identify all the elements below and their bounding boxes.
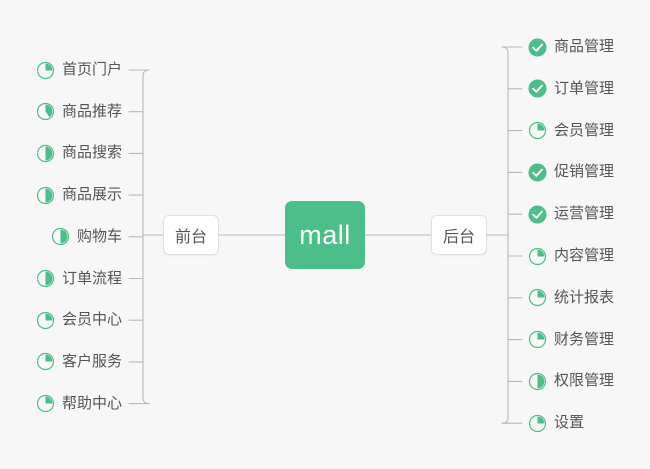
leaf-item-label: 内容管理 [554, 247, 615, 264]
leaf-item-label: 会员管理 [554, 121, 615, 139]
leaf-item[interactable]: 订单流程 [36, 265, 122, 293]
pie-quarter-icon [528, 288, 547, 307]
leaf-item[interactable]: 统计报表 [528, 284, 614, 312]
pie-quarter-icon [36, 61, 55, 80]
leaf-item-label: 商品推荐 [61, 102, 122, 120]
leaf-item[interactable]: 帮助中心 [36, 390, 122, 418]
branch-node-frontend[interactable]: 前台 [163, 215, 219, 255]
pie-quarter-icon [528, 121, 547, 140]
leaf-item[interactable]: 财务管理 [528, 326, 614, 354]
leaf-item-label: 帮助中心 [61, 394, 122, 412]
pie-half-icon [36, 144, 55, 163]
branch-node-backend[interactable]: 后台 [431, 215, 487, 255]
leaf-item[interactable]: 购物车 [51, 223, 122, 251]
leaf-item[interactable]: 会员中心 [36, 306, 122, 334]
root-node-mall[interactable]: mall [285, 201, 365, 269]
leaf-item[interactable]: 商品展示 [36, 181, 122, 209]
leaf-item[interactable]: 商品搜索 [36, 139, 122, 167]
check-circle-icon [528, 79, 547, 98]
pie-quarter-icon [528, 414, 547, 433]
pie-quarter-icon [528, 330, 547, 349]
leaf-item[interactable]: 设置 [528, 409, 584, 437]
branch-node-frontend-label: 前台 [174, 229, 207, 246]
leaf-item[interactable]: 商品管理 [528, 33, 614, 61]
leaf-item-label: 统计报表 [554, 288, 615, 306]
leaf-item-label: 运营管理 [554, 205, 615, 223]
check-circle-icon [528, 205, 547, 224]
leaf-item[interactable]: 首页门户 [36, 56, 122, 84]
pie-quarter-icon [36, 352, 55, 371]
leaf-item-label: 会员中心 [61, 311, 122, 329]
leaf-item-label: 权限管理 [554, 372, 615, 390]
pie-quarter-icon [528, 247, 547, 266]
pie-two-fifths-icon [36, 102, 55, 121]
leaf-item[interactable]: 促销管理 [528, 158, 614, 186]
leaf-item-label: 购物车 [76, 227, 122, 245]
leaf-item-label: 商品管理 [554, 38, 615, 55]
leaf-item-label: 订单流程 [61, 269, 122, 287]
leaf-item-label: 促销管理 [554, 163, 615, 181]
leaf-item[interactable]: 订单管理 [528, 75, 614, 103]
leaf-item-label: 商品展示 [61, 186, 122, 204]
pie-quarter-icon [36, 311, 55, 330]
pie-half-icon [528, 372, 547, 391]
pie-half-icon [51, 227, 70, 246]
leaf-item-label: 订单管理 [554, 79, 615, 97]
check-circle-icon [528, 38, 547, 57]
pie-quarter-icon [36, 394, 55, 413]
leaf-item[interactable]: 权限管理 [528, 367, 614, 395]
leaf-item[interactable]: 内容管理 [528, 242, 614, 270]
leaf-item-label: 设置 [554, 414, 585, 432]
pie-half-icon [36, 186, 55, 205]
pie-half-icon [36, 269, 55, 288]
leaf-item[interactable]: 会员管理 [528, 117, 614, 145]
check-circle-icon [528, 163, 547, 182]
root-node-label: mall [299, 219, 351, 250]
leaf-item[interactable]: 商品推荐 [36, 98, 122, 126]
branch-node-backend-label: 后台 [442, 229, 475, 246]
leaf-item-label: 财务管理 [554, 330, 615, 348]
leaf-item-label: 客户服务 [61, 352, 122, 370]
leaf-item[interactable]: 运营管理 [528, 200, 614, 228]
leaf-item-label: 商品搜索 [61, 144, 122, 162]
leaf-item-label: 首页门户 [61, 61, 122, 78]
leaf-item[interactable]: 客户服务 [36, 348, 122, 376]
